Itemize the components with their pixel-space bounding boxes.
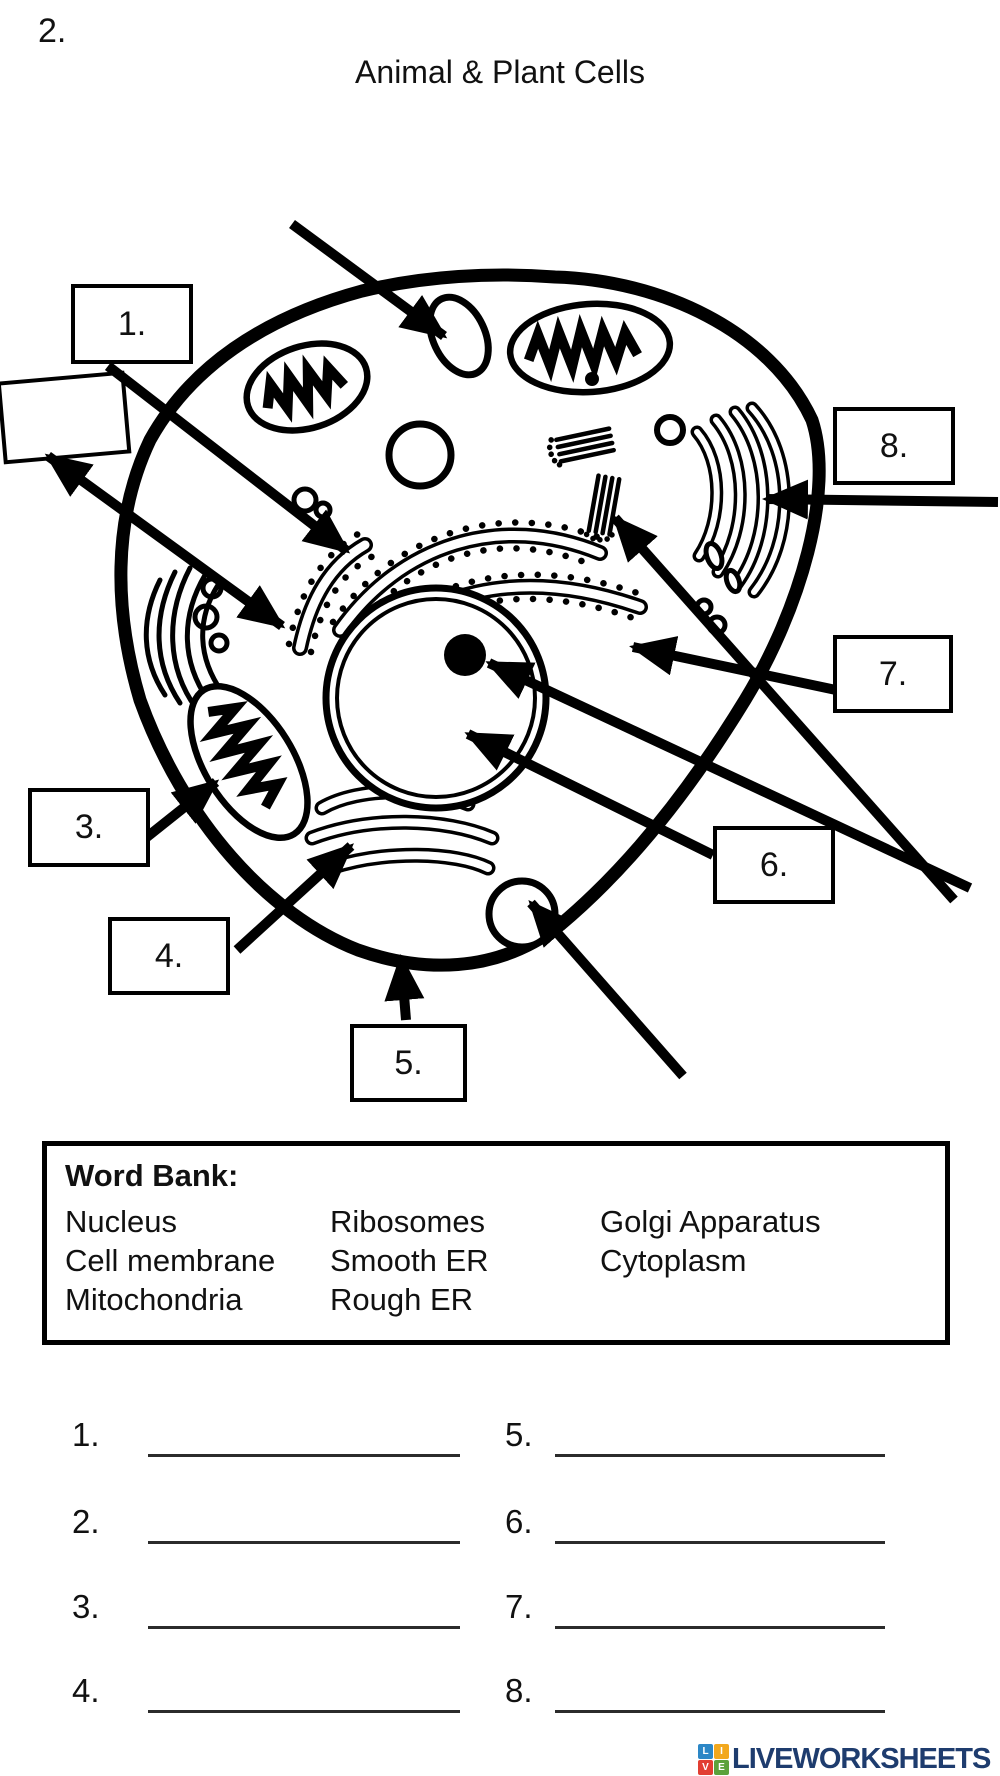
word-bank-item: Smooth ER [330,1243,489,1278]
page-title: Animal & Plant Cells [355,54,645,90]
label-box-1: 1. [71,284,193,364]
answer-number: 3. [72,1588,100,1625]
ribosome-dots [285,519,650,683]
arrow-to-nucleolus [485,658,973,893]
word-bank-item: Rough ER [330,1282,474,1317]
answer-number: 1. [72,1416,100,1453]
label-box-7: 7. [833,635,953,713]
label-box-blank [0,370,132,465]
answer-number: 7. [505,1588,533,1625]
word-bank-title: Word Bank: [65,1158,239,1193]
word-bank-item: Cell membrane [65,1243,276,1278]
word-bank-panel: Word Bank: Nucleus Cell membrane Mitocho… [42,1141,950,1345]
answer-number: 4. [72,1672,100,1709]
arrow-to-vesicle [289,219,448,341]
vacuole [385,420,455,490]
logo-square-v: V [698,1760,713,1775]
answer-number: 5. [505,1416,533,1453]
word-bank-item: Ribosomes [330,1204,486,1239]
liveworksheets-grid-icon: L I V E [698,1744,729,1775]
label-box-8: 8. [833,407,955,485]
answer-blank-5[interactable] [555,1416,885,1457]
mitochondrion-2 [506,300,674,396]
arrow-box7-to-cytoplasm [629,636,838,695]
label-box-5: 5. [350,1024,467,1102]
nucleolus [444,634,486,676]
arrow-box6-to-nucleus [464,729,716,860]
answer-blank-3[interactable] [148,1588,460,1629]
answer-number: 6. [505,1503,533,1540]
answer-blank-7[interactable] [555,1588,885,1629]
arrow-box8-to-golgi [762,479,999,520]
word-bank-column-3: Golgi Apparatus Cytoplasm [600,1202,821,1280]
word-bank-item: Golgi Apparatus [600,1204,821,1239]
arrow-box4-to-golgi [233,842,355,954]
answer-blank-8[interactable] [555,1672,885,1713]
logo-brand-text: LIVEWORKSHEETS [732,1743,991,1775]
answer-blank-1[interactable] [148,1416,460,1457]
logo-square-l: L [698,1744,713,1759]
answer-number: 8. [505,1672,533,1709]
label-box-4: 4. [108,917,230,995]
logo-square-e: E [714,1760,729,1775]
word-bank-column-1: Nucleus Cell membrane Mitochondria [65,1202,275,1319]
word-bank-item: Cytoplasm [600,1243,747,1278]
arrow-to-centriole [611,514,958,904]
word-bank-item: Mitochondria [65,1282,243,1317]
answer-blank-6[interactable] [555,1503,885,1544]
arrow-to-lysosome [527,899,687,1080]
label-box-6: 6. [713,826,835,904]
word-bank-item: Nucleus [65,1204,177,1239]
label-box-3: 3. [28,788,150,867]
word-bank-column-2: Ribosomes Smooth ER Rough ER [330,1202,489,1319]
answer-blank-4[interactable] [148,1672,460,1713]
liveworksheets-logo: L I V E LIVEWORKSHEETS [698,1743,991,1776]
answer-blank-2[interactable] [148,1503,460,1544]
answer-number: 2. [72,1503,100,1540]
logo-square-i: I [714,1744,729,1759]
golgi-vesicle [654,414,686,446]
centrioles [546,372,622,543]
ribosome-dot [585,372,599,386]
nucleus [322,584,550,812]
pointer-arrows [44,219,999,1080]
arrow-box5-to-membrane [384,954,425,1021]
question-number: 2. [38,12,67,50]
arrow-blank-box [44,451,286,631]
